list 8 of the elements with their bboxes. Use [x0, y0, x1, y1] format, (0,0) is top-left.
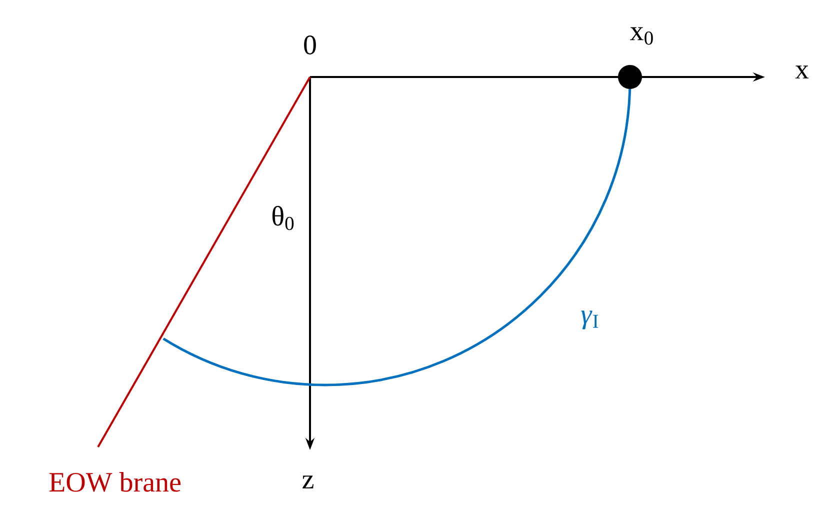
point-label: x$_{0}$ — [630, 27, 653, 45]
axis-label: z — [302, 476, 314, 488]
origin-label: 0 — [304, 36, 316, 54]
axis-label: x — [795, 66, 809, 78]
curve-label: γ$_{I}$ — [581, 310, 598, 330]
point-dot — [618, 65, 642, 89]
angle-label: θ$_{0}$ — [272, 206, 294, 230]
brane-label: EOW brane — [49, 472, 180, 492]
